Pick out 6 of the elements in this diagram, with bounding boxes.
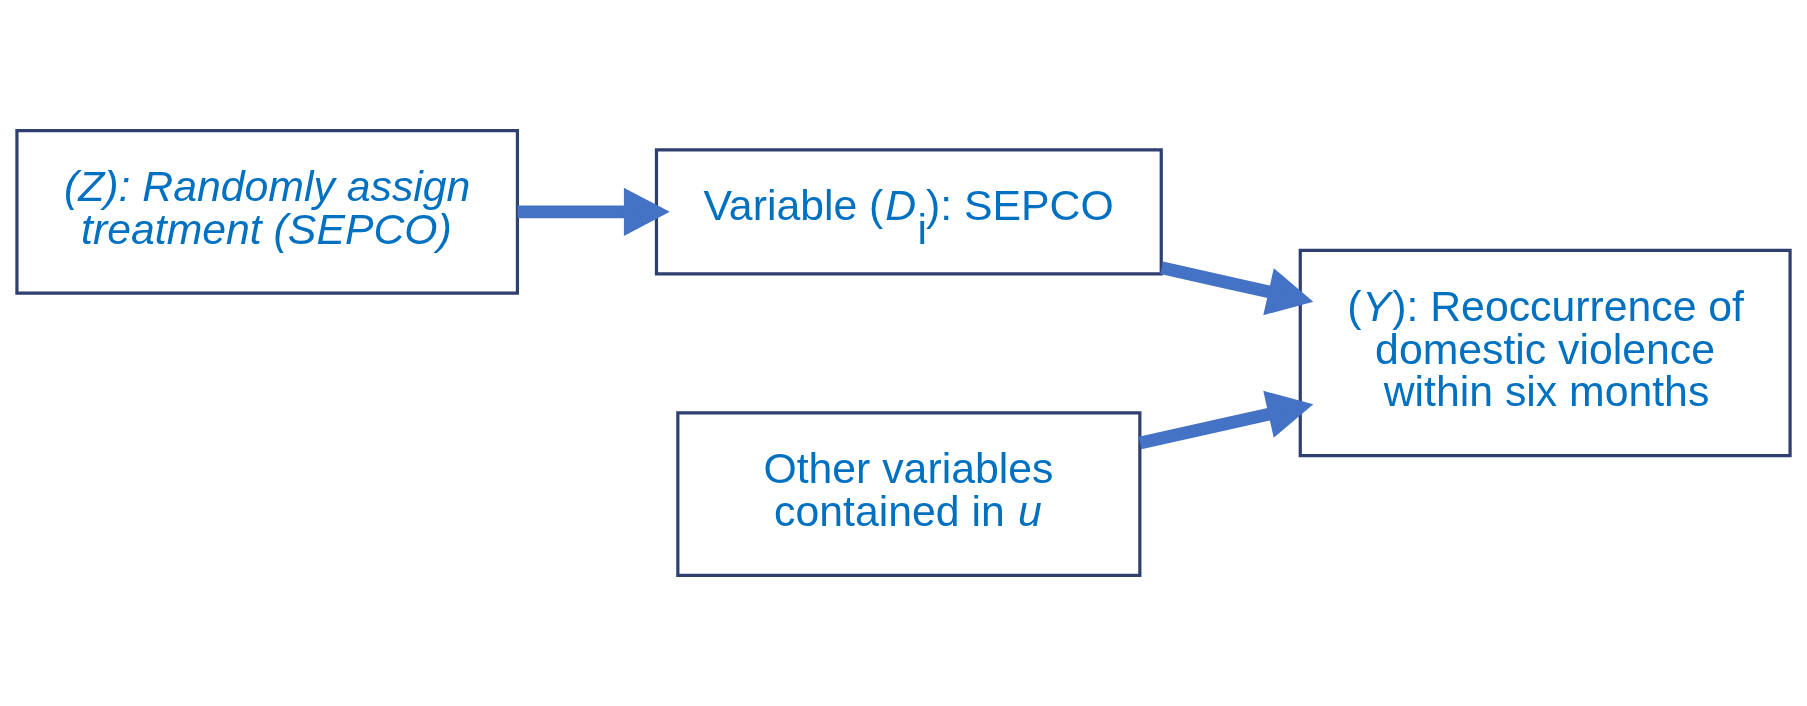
node-box: (Z): Randomly assign treatment (SEPCO) <box>15 128 520 295</box>
arrow <box>1160 261 1314 316</box>
arrow <box>517 187 670 236</box>
arrow <box>1138 390 1314 450</box>
node-box: Other variables contained in u <box>676 411 1142 578</box>
node-box: (Y): Reoccurrence of domestic violence within six months <box>1298 248 1792 458</box>
